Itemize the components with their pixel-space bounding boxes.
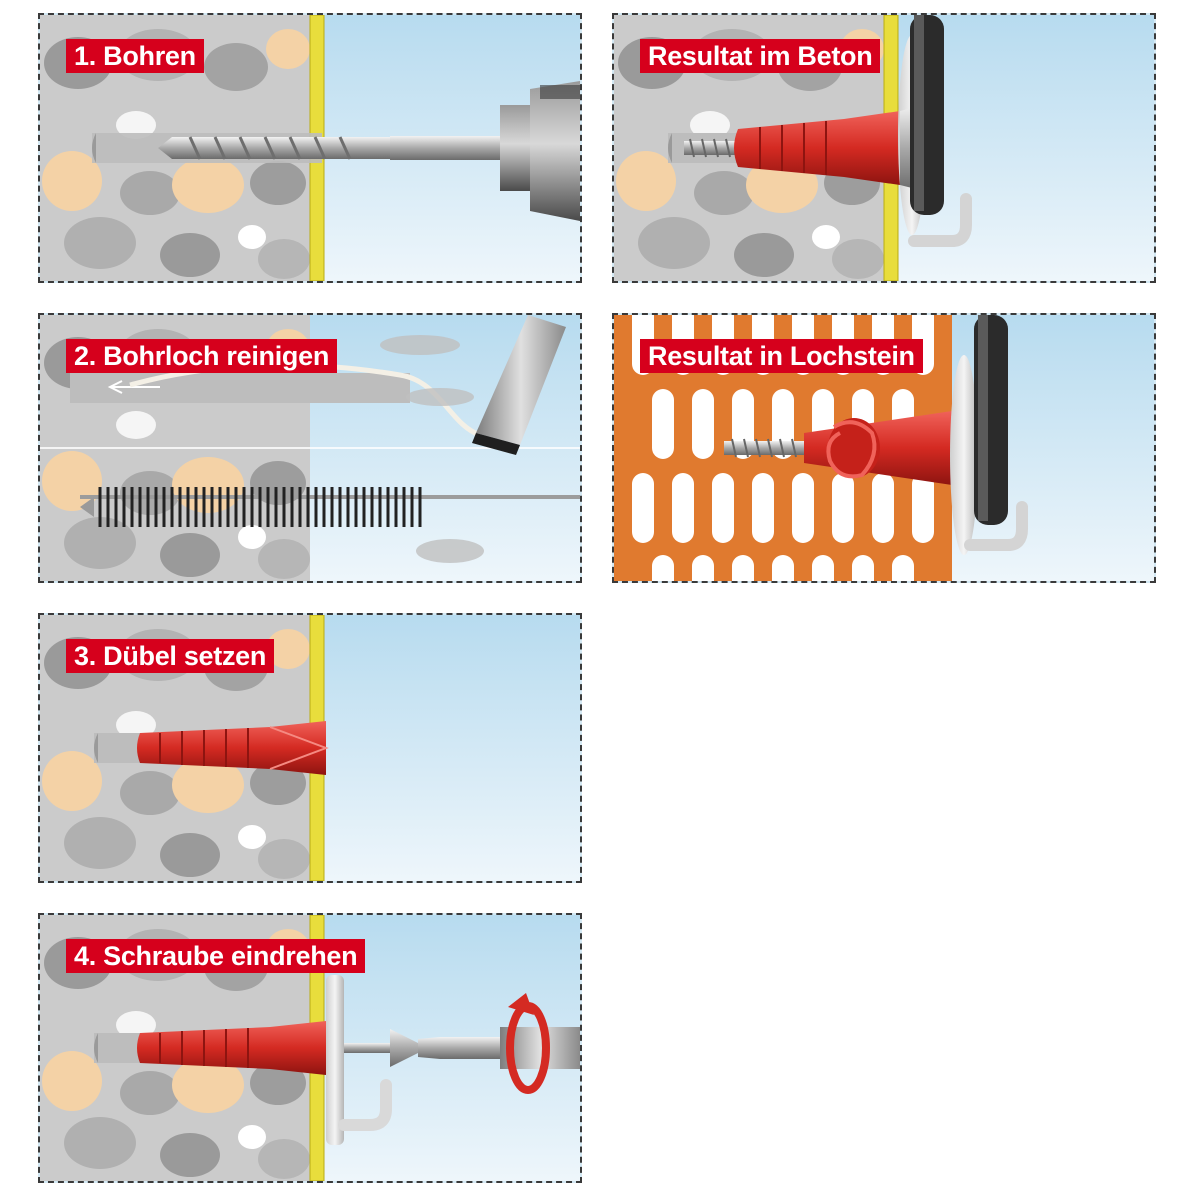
panel-result-perforated-brick: Resultat in Lochstein (612, 313, 1156, 583)
step-4-label: 4. Schraube eindrehen (66, 939, 366, 973)
hook-fixture (950, 315, 1028, 555)
screw (344, 1029, 418, 1067)
step-3-label: 3. Dübel setzen (66, 639, 275, 673)
step-1-label: 1. Bohren (66, 39, 204, 73)
dust-cloud (380, 335, 484, 563)
panel-result-concrete: Resultat im Beton (612, 13, 1156, 283)
screw-thread (724, 438, 804, 458)
drilling-illustration (40, 15, 580, 281)
hook-fixture (898, 15, 972, 247)
result-concrete-label: Resultat im Beton (640, 39, 881, 73)
rotation-arrow-icon (506, 993, 550, 1094)
drill-chuck (500, 81, 580, 221)
step-2-label: 2. Bohrloch reinigen (66, 339, 338, 373)
cleaning-brush (80, 487, 580, 527)
red-dowel (137, 721, 329, 775)
red-dowel-knotted (804, 411, 952, 485)
panel-step-2-clean: 2. Bohrloch reinigen (38, 313, 582, 583)
red-dowel (137, 1021, 326, 1075)
hook-fixture (326, 975, 392, 1145)
panel-step-4-screw-in: 4. Schraube eindrehen (38, 913, 582, 1183)
result-brick-label: Resultat in Lochstein (640, 339, 923, 373)
panel-step-3-insert-dowel: 3. Dübel setzen (38, 613, 582, 883)
screw-thread (684, 138, 744, 158)
panel-step-1-drill: 1. Bohren (38, 13, 582, 283)
drill-bit (158, 136, 500, 160)
red-dowel-expanded (734, 111, 900, 185)
